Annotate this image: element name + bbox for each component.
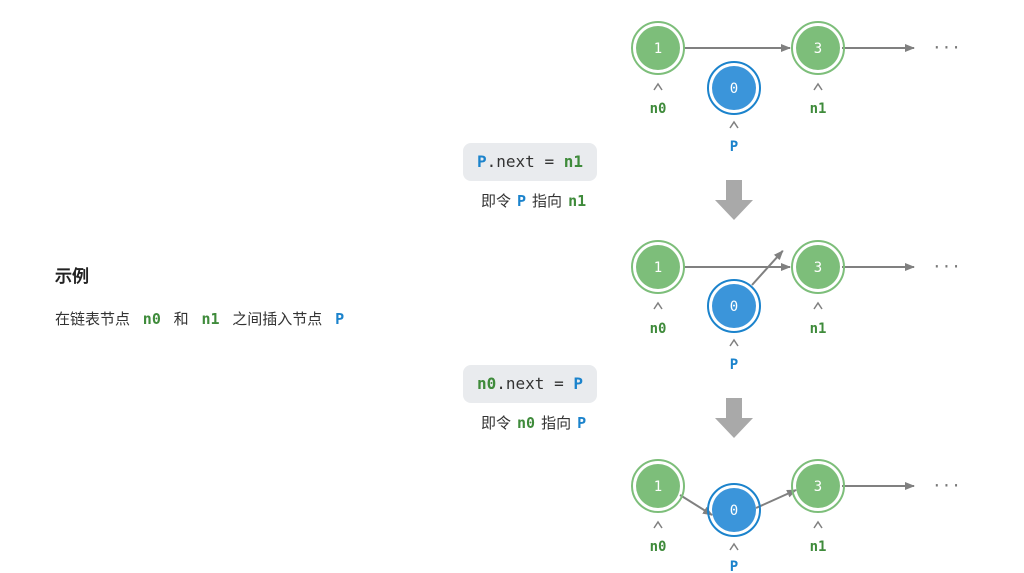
linked-list-diagrams: ··· 1 3 0 n0 n1 P ··· 1 bbox=[631, 21, 961, 573]
down-arrow-icon bbox=[715, 398, 753, 438]
node-value: 1 bbox=[654, 260, 662, 276]
label-n1: n1 bbox=[810, 321, 827, 337]
step2-note-b: P bbox=[577, 414, 587, 432]
node-value: 1 bbox=[654, 41, 662, 57]
desc-text-pre: 在链表节点 bbox=[55, 310, 131, 328]
node-n1: 3 bbox=[791, 21, 845, 75]
node-n0: 1 bbox=[631, 459, 685, 513]
label-p: P bbox=[730, 139, 738, 155]
step1-code-val: n1 bbox=[563, 152, 583, 171]
node-value: 1 bbox=[654, 479, 662, 495]
step2-note-mid: 指向 bbox=[541, 414, 572, 432]
node-value: 3 bbox=[814, 479, 822, 495]
desc-text-mid: 之间插入节点 bbox=[232, 310, 323, 328]
label-n0: n0 bbox=[650, 321, 667, 337]
down-arrow-icon bbox=[715, 180, 753, 220]
ellipsis: ··· bbox=[932, 38, 961, 57]
step2-note-a: n0 bbox=[517, 414, 536, 432]
step1-code-var: P bbox=[477, 152, 487, 171]
label-p: P bbox=[730, 357, 738, 373]
step1-note-pre: 即令 bbox=[481, 192, 512, 210]
node-value: 3 bbox=[814, 41, 822, 57]
step2-note-pre: 即令 bbox=[481, 414, 512, 432]
step1-code-op: .next = bbox=[486, 152, 564, 171]
desc-n1: n1 bbox=[201, 310, 220, 328]
example-title: 示例 bbox=[55, 267, 89, 287]
node-p: 0 bbox=[707, 61, 761, 115]
node-value: 0 bbox=[730, 299, 738, 315]
node-value: 0 bbox=[730, 503, 738, 519]
step2-note: 即令 n0 指向 P bbox=[481, 412, 592, 433]
step1-note-mid: 指向 bbox=[532, 192, 563, 210]
step1-code: P.next = n1 bbox=[463, 143, 597, 181]
edge-n0-p bbox=[679, 494, 713, 516]
step1-note-b: n1 bbox=[568, 192, 587, 210]
step2-code-val: P bbox=[573, 374, 583, 393]
node-n1: 3 bbox=[791, 459, 845, 513]
node-p: 0 bbox=[707, 279, 761, 333]
node-value: 3 bbox=[814, 260, 822, 276]
step1-note: 即令 P 指向 n1 bbox=[481, 190, 592, 211]
desc-n0: n0 bbox=[142, 310, 161, 328]
node-value: 0 bbox=[730, 81, 738, 97]
ellipsis: ··· bbox=[932, 476, 961, 495]
ellipsis: ··· bbox=[932, 257, 961, 276]
step1-note-a: P bbox=[517, 192, 527, 210]
label-n0: n0 bbox=[650, 101, 667, 117]
label-p: P bbox=[730, 559, 738, 573]
diagram-step1: ··· 1 3 0 n0 n1 P bbox=[631, 240, 961, 373]
label-n1: n1 bbox=[810, 539, 827, 555]
diagram-step0: ··· 1 3 0 n0 n1 P bbox=[631, 21, 961, 155]
edge-p-n1 bbox=[751, 250, 784, 286]
step2-code-op: .next = bbox=[496, 374, 574, 393]
node-n1: 3 bbox=[791, 240, 845, 294]
node-n0: 1 bbox=[631, 21, 685, 75]
example-description: 在链表节点 n0 和 n1 之间插入节点 P bbox=[55, 308, 344, 329]
desc-text-and: 和 bbox=[173, 310, 189, 328]
label-n1: n1 bbox=[810, 101, 827, 117]
label-n0: n0 bbox=[650, 539, 667, 555]
node-n0: 1 bbox=[631, 240, 685, 294]
diagram-step2: ··· 1 3 0 n0 n1 P bbox=[631, 459, 961, 573]
desc-p: P bbox=[335, 310, 345, 328]
step2-code: n0.next = P bbox=[463, 365, 597, 403]
step2-code-var: n0 bbox=[477, 374, 497, 393]
node-p: 0 bbox=[707, 483, 761, 537]
edge-p-n1 bbox=[755, 489, 797, 509]
